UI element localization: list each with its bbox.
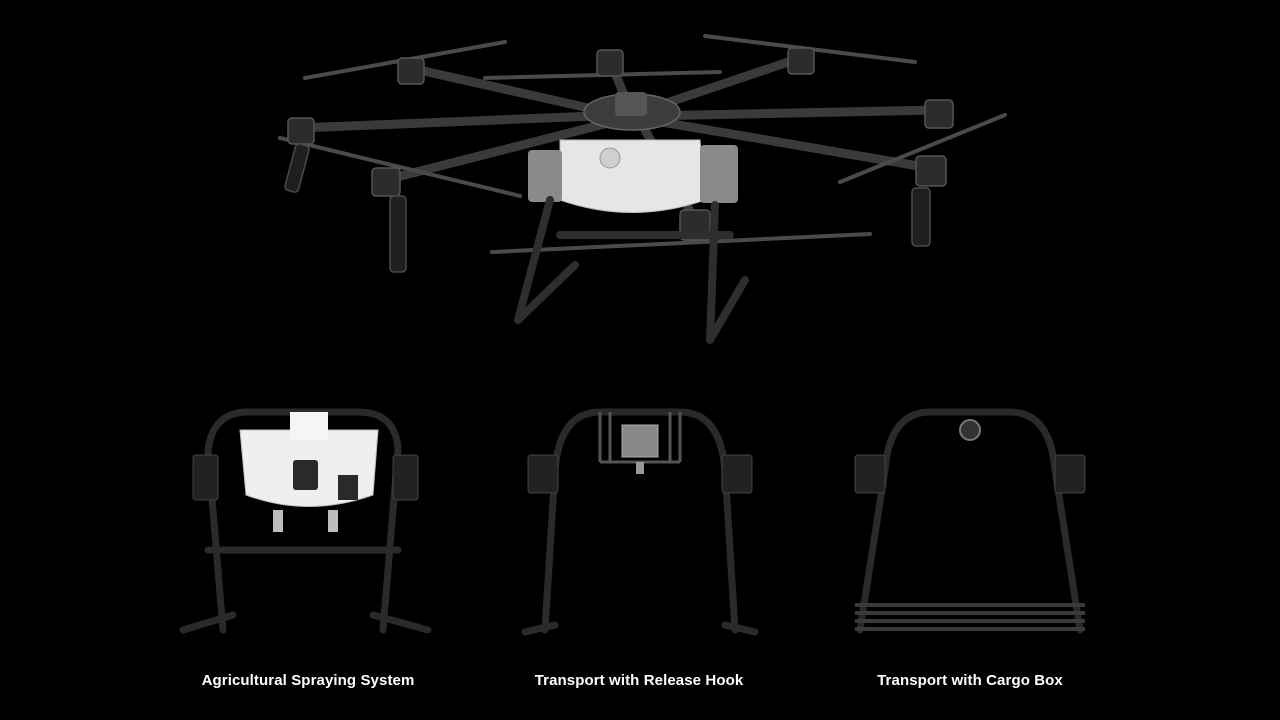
cargo-box-image bbox=[830, 400, 1110, 650]
cargo-box-caption: Transport with Cargo Box bbox=[877, 672, 1063, 689]
release-hook-caption: Transport with Release Hook bbox=[534, 672, 744, 689]
spraying-system-image bbox=[168, 400, 448, 650]
release-hook-image bbox=[500, 400, 780, 650]
drone-hero-image bbox=[260, 20, 1030, 360]
spraying-caption: Agricultural Spraying System bbox=[201, 672, 415, 689]
